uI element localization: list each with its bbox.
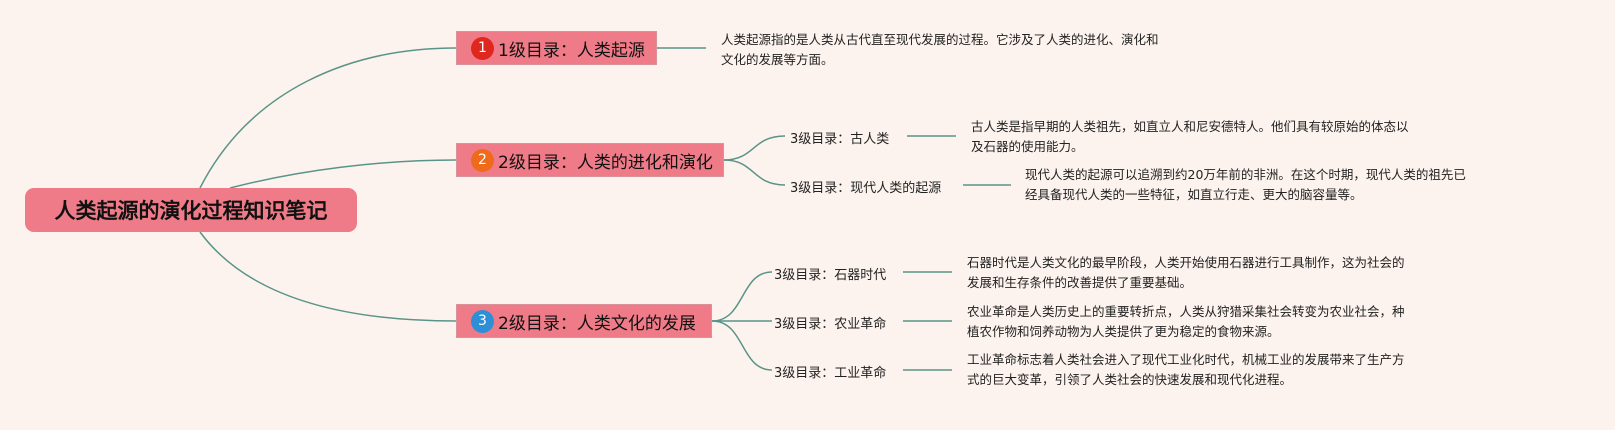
description-line: 现代人类的起源可以追溯到约20万年前的非洲。在这个时期，现代人类的祖先已 [1025,167,1466,182]
subtopic-ancient-humans[interactable]: 3级目录：古人类 [790,132,890,147]
subtopic-industrial-revolution-description: 工业革命标志着人类社会进入了现代工业化时代，机械工业的发展带来了生产方 式的巨大… [967,350,1405,390]
subtopic-stone-age-description: 石器时代是人类文化的最早阶段，人类开始使用石器进行工具制作，这为社会的 发展和生… [967,253,1405,293]
subtopic-modern-human-origin-description: 现代人类的起源可以追溯到约20万年前的非洲。在这个时期，现代人类的祖先已 经具备… [1025,165,1466,205]
root-title: 人类起源的演化过程知识笔记 [54,199,328,223]
description-line: 工业革命标志着人类社会进入了现代工业化时代，机械工业的发展带来了生产方 [967,352,1405,367]
root-topic[interactable]: 人类起源的演化过程知识笔记 [25,188,357,232]
description-line: 农业革命是人类历史上的重要转折点，人类从狩猎采集社会转变为农业社会，种 [967,304,1405,319]
branch-3-node[interactable]: 3 2级目录：人类文化的发展 [456,304,712,338]
description-line: 文化的发展等方面。 [721,52,834,67]
branch-2-label: 2级目录：人类的进化和演化 [498,152,713,173]
number-1-badge-icon: 1 [471,36,494,60]
subtopic-ancient-humans-description: 古人类是指早期的人类祖先，如直立人和尼安德特人。他们具有较原始的体态以 及石器的… [971,117,1409,157]
branch-3-label: 2级目录：人类文化的发展 [498,313,696,334]
description-line: 人类起源指的是人类从古代直至现代发展的过程。它涉及了人类的进化、演化和 [721,32,1159,47]
description-line: 式的巨大变革，引领了人类社会的快速发展和现代化进程。 [967,372,1293,387]
subtopic-agricultural-revolution[interactable]: 3级目录：农业革命 [774,317,887,332]
branch-2-node[interactable]: 2 2级目录：人类的进化和演化 [456,143,724,177]
number-3-badge-icon: 3 [471,309,494,333]
subtopic-industrial-revolution[interactable]: 3级目录：工业革命 [774,366,887,381]
connector-branch-2-child-1 [723,135,786,161]
description-line: 古人类是指早期的人类祖先，如直立人和尼安德特人。他们具有较原始的体态以 [971,119,1409,134]
connector-root-branch-2 [229,159,457,189]
description-line: 发展和生存条件的改善提供了重要基础。 [967,275,1193,290]
description-line: 经具备现代人类的一些特征，如直立行走、更大的脑容量等。 [1025,187,1363,202]
subtopic-agricultural-revolution-description: 农业革命是人类历史上的重要转折点，人类从狩猎采集社会转变为农业社会，种 植农作物… [967,302,1405,342]
connector-root-branch-3 [199,231,457,322]
description-line: 石器时代是人类文化的最早阶段，人类开始使用石器进行工具制作，这为社会的 [967,255,1405,270]
branch-1-label: 1级目录：人类起源 [498,40,645,61]
description-line: 及石器的使用能力。 [971,139,1084,154]
subtopic-modern-human-origin[interactable]: 3级目录：现代人类的起源 [790,181,942,196]
description-line: 植农作物和饲养动物为人类提供了更为稳定的食物来源。 [967,324,1280,339]
connector-branch-3-child-1 [711,271,773,322]
branch-1-node[interactable]: 1 1级目录：人类起源 [456,31,657,65]
subtopic-stone-age[interactable]: 3级目录：石器时代 [774,268,887,283]
branch-1-description: 人类起源指的是人类从古代直至现代发展的过程。它涉及了人类的进化、演化和 文化的发… [721,30,1159,70]
connector-branch-3-child-3 [711,320,773,371]
connector-root-branch-1 [199,47,457,189]
connector-branch-2-child-2 [723,159,786,186]
number-2-badge-icon: 2 [471,148,494,172]
